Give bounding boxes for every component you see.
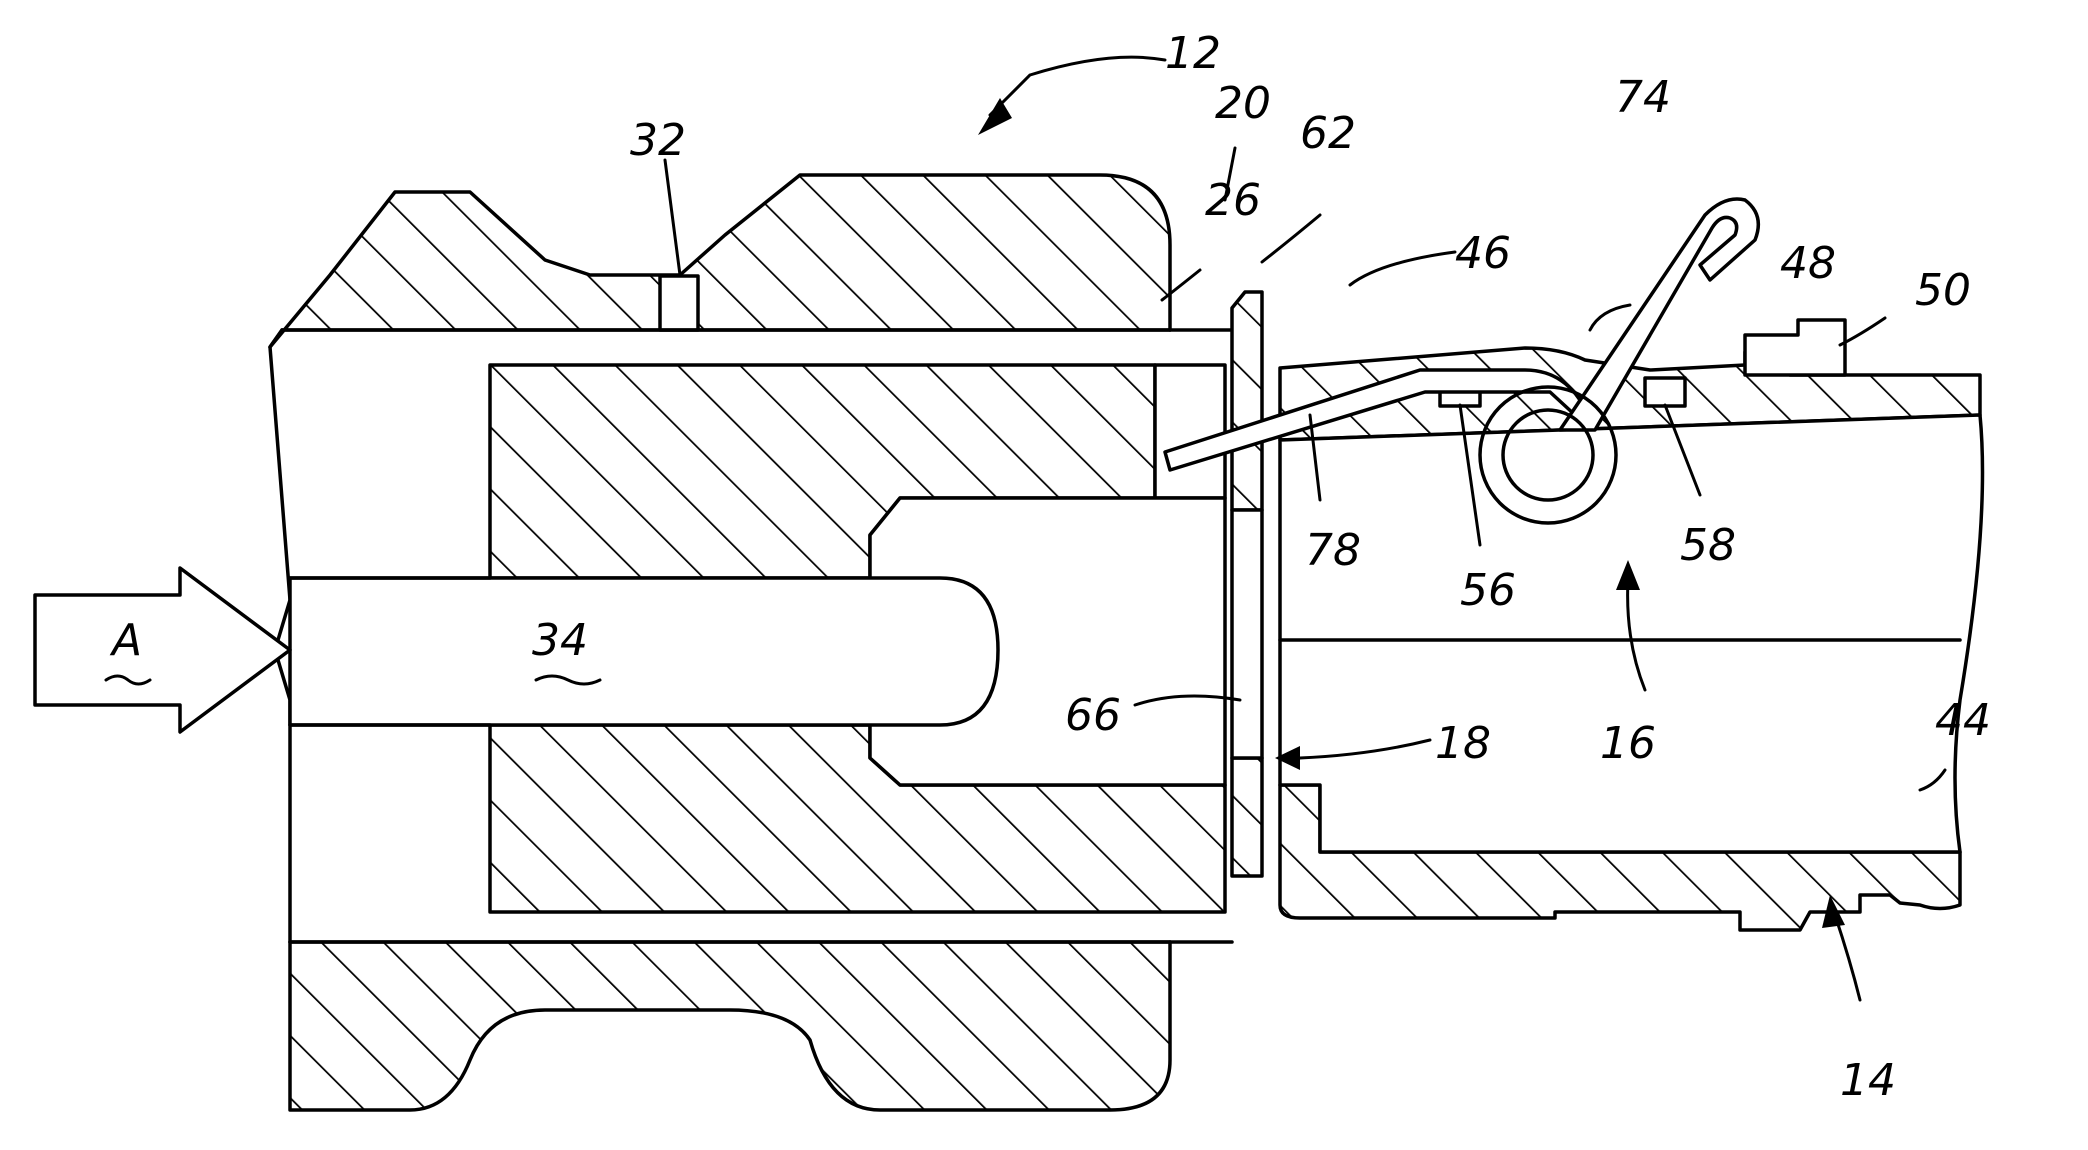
label-74: 74 <box>1615 72 1671 123</box>
groove-58 <box>1645 378 1685 406</box>
collar-pocket <box>1155 365 1225 498</box>
label-14: 14 <box>1840 1055 1896 1106</box>
label-50: 50 <box>1915 265 1971 316</box>
label-58: 58 <box>1680 520 1736 571</box>
label-26: 26 <box>1205 175 1261 226</box>
label-12: 12 <box>1165 28 1221 79</box>
label-78: 78 <box>1305 525 1361 576</box>
label-48: 48 <box>1780 238 1836 289</box>
label-56: 56 <box>1460 565 1516 616</box>
leader-12 <box>990 57 1165 115</box>
label-16: 16 <box>1600 718 1656 769</box>
body-upper-section <box>270 175 1170 347</box>
label-34: 34 <box>532 615 588 666</box>
label-46: 46 <box>1455 228 1511 279</box>
port-32 <box>660 276 698 330</box>
seal-ring-lower <box>1232 758 1262 876</box>
label-32: 32 <box>630 115 686 166</box>
label-20: 20 <box>1215 78 1271 129</box>
body-lower-section <box>290 942 1170 1110</box>
label-66: 66 <box>1065 690 1121 741</box>
label-a: A <box>109 615 142 666</box>
seal-ring-62 <box>1232 292 1262 510</box>
label-18: 18 <box>1435 718 1491 769</box>
flow-arrow-a <box>35 568 290 732</box>
label-44: 44 <box>1935 695 1991 746</box>
boss-50 <box>1745 320 1845 375</box>
label-62: 62 <box>1300 108 1356 159</box>
rod-34 <box>290 578 998 725</box>
